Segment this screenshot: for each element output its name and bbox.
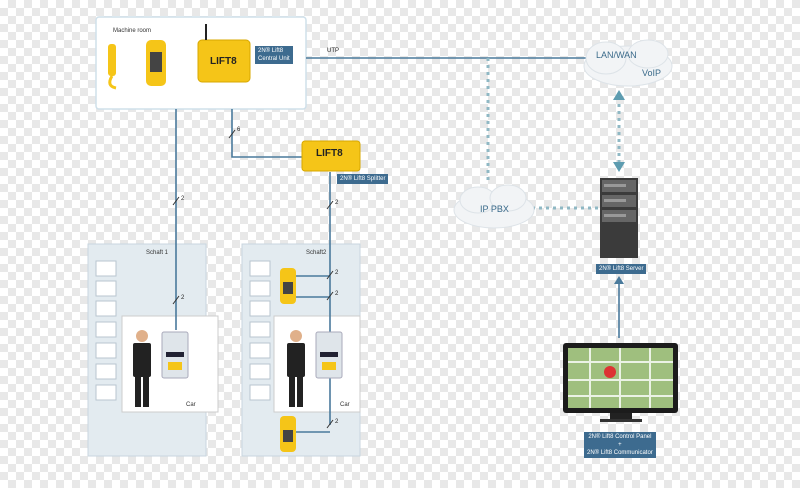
shaft2-unit-2 bbox=[280, 416, 296, 452]
floor-panel bbox=[249, 280, 271, 297]
arrow-up bbox=[614, 276, 624, 284]
server-icon bbox=[600, 178, 638, 258]
handset-device bbox=[108, 44, 117, 90]
wire-count-6: 6 bbox=[237, 127, 241, 133]
floor-panel bbox=[249, 260, 271, 277]
floor-panel bbox=[95, 384, 117, 401]
person-icon bbox=[133, 330, 151, 407]
control-panel-tag: 2N® Lift8 Control Panel + 2N® Lift8 Comm… bbox=[584, 432, 656, 458]
floor-panel bbox=[249, 363, 271, 380]
floor-panel bbox=[95, 300, 117, 317]
wire-count-2: 2 bbox=[335, 270, 339, 276]
arrow-down-dotted bbox=[613, 162, 625, 172]
car-1-label: Car bbox=[186, 402, 196, 408]
wire-count-2: 2 bbox=[335, 291, 339, 297]
utp-label: UTP bbox=[327, 48, 339, 54]
car-2-label: Car bbox=[340, 402, 350, 408]
arrow-up-dotted bbox=[613, 90, 625, 100]
wire-count-2: 2 bbox=[181, 295, 185, 301]
voip-label: VoIP bbox=[642, 68, 662, 78]
central-unit-logo: LIFT8 bbox=[210, 56, 237, 67]
floor-panel bbox=[95, 342, 117, 359]
floor-panel bbox=[249, 300, 271, 317]
ip-pbx-label: IP PBX bbox=[480, 204, 509, 214]
car2-intercom bbox=[315, 331, 343, 379]
map-pin-icon bbox=[604, 366, 616, 378]
person-icon bbox=[287, 330, 305, 407]
splitter-device bbox=[301, 140, 361, 172]
lan-wan-label: LAN/WAN bbox=[596, 50, 637, 60]
splitter-wire bbox=[231, 109, 302, 158]
floor-panel bbox=[95, 321, 117, 338]
machine-room-label: Machine room bbox=[113, 28, 152, 34]
monitor-icon bbox=[563, 343, 678, 422]
wire-count-2: 2 bbox=[181, 196, 185, 202]
service-phone-device bbox=[146, 40, 166, 86]
floor-panel bbox=[249, 321, 271, 338]
shaft2-unit-1 bbox=[280, 268, 296, 304]
server-tag: 2N® Lift8 Server bbox=[596, 264, 647, 274]
shaft-1-label: Schaft 1 bbox=[146, 250, 169, 256]
pbx-cloud bbox=[453, 184, 535, 229]
central-unit-tag: 2N® Lift8 Central Unit bbox=[255, 46, 293, 64]
splitter-tag: 2N® Lift8 Splitter bbox=[337, 174, 389, 184]
floor-panel bbox=[249, 384, 271, 401]
wire-count-2: 2 bbox=[335, 200, 339, 206]
floor-panel bbox=[95, 363, 117, 380]
lan-cloud bbox=[583, 39, 673, 87]
floor-panel bbox=[249, 342, 271, 359]
floor-panel bbox=[95, 280, 117, 297]
splitter-logo: LIFT8 bbox=[316, 148, 343, 159]
car1-intercom bbox=[161, 331, 189, 379]
wire-count-2: 2 bbox=[335, 419, 339, 425]
central-unit-device bbox=[197, 24, 251, 83]
floor-panel bbox=[95, 260, 117, 277]
shaft-2-label: Schaft2 bbox=[306, 250, 327, 256]
